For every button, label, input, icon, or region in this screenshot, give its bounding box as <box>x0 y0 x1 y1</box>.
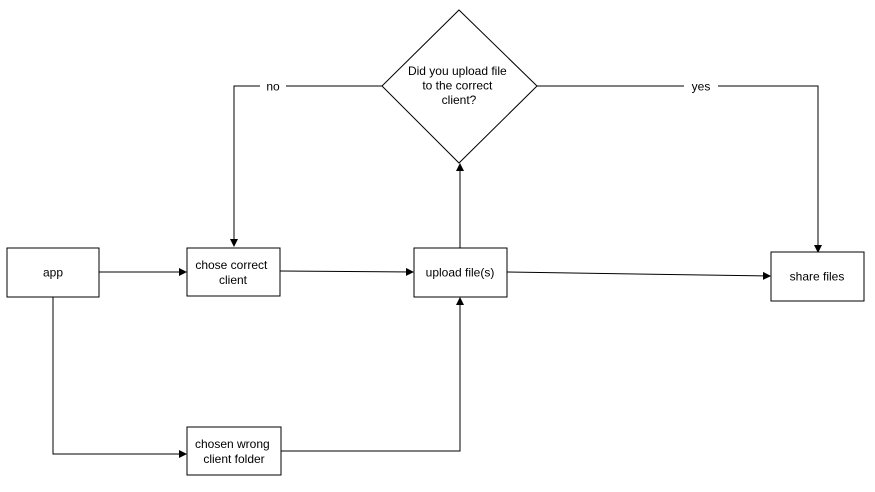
node-chose-correct-client-label: chose correct client <box>195 258 270 287</box>
node-app-label: app <box>43 266 63 280</box>
edge-label-yes-text: yes <box>692 80 711 94</box>
node-chosen-wrong-client-folder-label: chosen wrong client folder <box>195 437 273 466</box>
node-decision: Did you upload file to the correct clien… <box>381 9 538 164</box>
arrow-upload-to-share <box>506 271 771 280</box>
arrow-chose-correct-to-upload <box>279 267 414 276</box>
arrow-decision-yes-to-share <box>537 85 822 253</box>
node-decision-label: Did you upload file to the correct clien… <box>408 64 510 107</box>
edge-label-yes: yes <box>684 78 718 94</box>
node-chose-correct-client: chose correct client <box>186 247 281 297</box>
edge-label-no-text: no <box>266 80 280 94</box>
node-share-files-label: share files <box>790 270 845 284</box>
node-share-files: share files <box>770 251 865 302</box>
node-chosen-wrong-client-folder: chosen wrong client folder <box>186 426 282 476</box>
arrow-decision-no-to-chose-correct <box>230 85 382 247</box>
edge-label-no: no <box>260 78 286 94</box>
node-upload-files-label: upload file(s) <box>426 266 495 280</box>
node-upload-files: upload file(s) <box>413 247 508 298</box>
node-app: app <box>6 247 100 298</box>
arrow-wrong-folder-to-upload <box>281 297 464 452</box>
connectors <box>52 85 822 458</box>
arrow-app-to-wrong-folder <box>52 297 187 458</box>
